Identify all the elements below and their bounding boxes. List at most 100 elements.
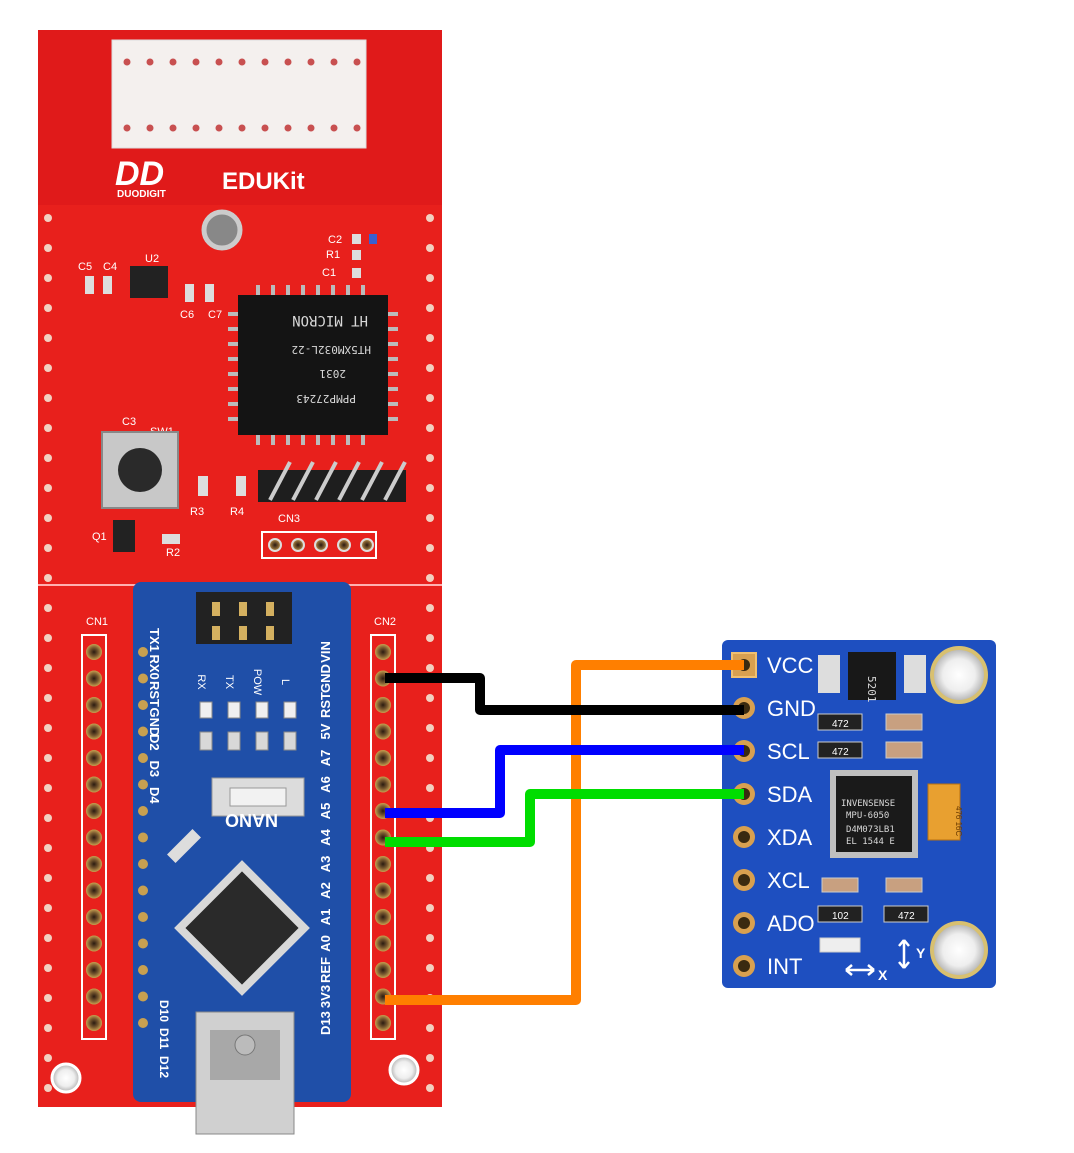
mpu-pin-label: ADO <box>767 911 815 936</box>
header-pin <box>337 461 361 501</box>
mpu-pin-label: GND <box>767 696 816 721</box>
edge-pad <box>44 604 52 612</box>
edge-pad <box>44 274 52 282</box>
nano-pin-label: REF <box>318 957 333 983</box>
strip-hole <box>192 124 200 132</box>
svg-text:5201: 5201 <box>865 676 878 703</box>
chip-pin <box>228 312 238 316</box>
mpu-pin-label: XDA <box>767 825 813 850</box>
svg-text:R1: R1 <box>326 249 340 261</box>
header-hole <box>375 935 391 952</box>
svg-text:C3: C3 <box>122 416 136 428</box>
svg-text:C7: C7 <box>208 309 222 321</box>
nano-led-label: RX <box>195 674 207 690</box>
header-hole <box>86 750 102 766</box>
edge-pad <box>426 574 434 582</box>
nano-reset-button[interactable] <box>211 777 305 817</box>
nano-pin-label: A0 <box>318 935 333 952</box>
strip-hole <box>123 58 131 66</box>
x-axis-arrow-icon <box>845 964 875 976</box>
edge-pad <box>44 724 52 732</box>
header-pin <box>360 461 384 501</box>
nano-pin-label: VIN <box>318 641 333 663</box>
nano-pin-label: A6 <box>318 776 333 793</box>
chip-pin <box>361 435 365 445</box>
svg-text:INVENSENSE: INVENSENSE <box>841 799 895 809</box>
svg-text:C5: C5 <box>78 261 92 273</box>
svg-text:R3: R3 <box>190 506 204 518</box>
edge-pad <box>426 874 434 882</box>
edge-pad <box>426 634 434 642</box>
wires <box>385 660 744 1005</box>
edge-pad <box>44 304 52 312</box>
mpu-pin-label: SDA <box>767 782 813 807</box>
edge-pad <box>44 244 52 252</box>
strip-hole <box>330 58 338 66</box>
chip-pin <box>286 285 290 295</box>
header-pin <box>268 461 292 501</box>
edge-pad <box>426 484 434 492</box>
mpu-resistor-2: 472 <box>817 741 863 759</box>
svg-text:476 16C: 476 16C <box>954 806 963 836</box>
icsp-pin <box>239 602 247 616</box>
tantalum-capacitor: 476 16C <box>927 783 963 841</box>
strip-hole <box>238 58 246 66</box>
edge-pad <box>44 544 52 552</box>
header-hole <box>375 644 391 660</box>
strip-hole <box>284 124 292 132</box>
nano-pin-label: A7 <box>318 750 333 767</box>
chip-pin <box>388 387 398 391</box>
chip-pin <box>388 402 398 406</box>
chip-pin <box>228 387 238 391</box>
nano-pin-pad <box>138 1018 148 1028</box>
nano-pin-pad <box>138 832 148 843</box>
strip-hole <box>330 124 338 132</box>
edge-pad <box>44 994 52 1002</box>
edge-pad <box>44 634 52 642</box>
header-hole <box>375 882 391 899</box>
svg-text:Q1: Q1 <box>92 531 107 543</box>
mpu-pin-hole <box>738 960 750 972</box>
header-hole <box>375 962 391 978</box>
edge-pad <box>44 1084 52 1092</box>
edge-pad <box>426 274 434 282</box>
reset-button[interactable] <box>101 431 179 509</box>
nano-pin-label: D2 <box>147 734 162 751</box>
wire-vcc <box>385 660 744 1005</box>
strip-hole <box>307 124 315 132</box>
nano-pin-pad <box>138 965 148 975</box>
svg-text:MPU-6050: MPU-6050 <box>846 811 889 821</box>
edge-pad <box>44 1024 52 1032</box>
edge-pad <box>426 664 434 672</box>
chip-pin <box>346 435 350 445</box>
nano-pin-label: TX1 <box>147 628 162 652</box>
chip-pin <box>331 285 335 295</box>
header-hole <box>86 829 102 846</box>
header-hole <box>86 723 102 740</box>
edge-pad <box>44 874 52 882</box>
edge-pad <box>426 904 434 912</box>
nano-led-label: POW <box>251 669 263 696</box>
mpu-pin-hole <box>738 917 750 929</box>
svg-text:U2: U2 <box>145 253 159 265</box>
edge-pad <box>44 964 52 972</box>
nano-pin-pad <box>138 647 148 657</box>
edge-pad <box>44 1054 52 1062</box>
wire-scl <box>385 745 744 818</box>
strip-hole <box>284 58 292 66</box>
nano-pin-label: A2 <box>318 882 333 899</box>
edge-pad <box>426 244 434 252</box>
nano-label: NANO <box>225 810 278 830</box>
chip-pin <box>228 342 238 346</box>
svg-text:472: 472 <box>832 719 849 730</box>
edge-pad <box>426 514 434 522</box>
nano-pin-pad <box>138 700 148 710</box>
svg-text:C6: C6 <box>180 309 194 321</box>
y-axis-arrow-icon <box>898 939 910 969</box>
nano-pin-label: D12 <box>157 1056 171 1078</box>
mpu-led <box>819 937 861 953</box>
mini-usb-port[interactable] <box>195 1011 295 1135</box>
header-hole <box>86 882 102 899</box>
edge-pad <box>426 334 434 342</box>
wire-sda <box>385 789 744 847</box>
